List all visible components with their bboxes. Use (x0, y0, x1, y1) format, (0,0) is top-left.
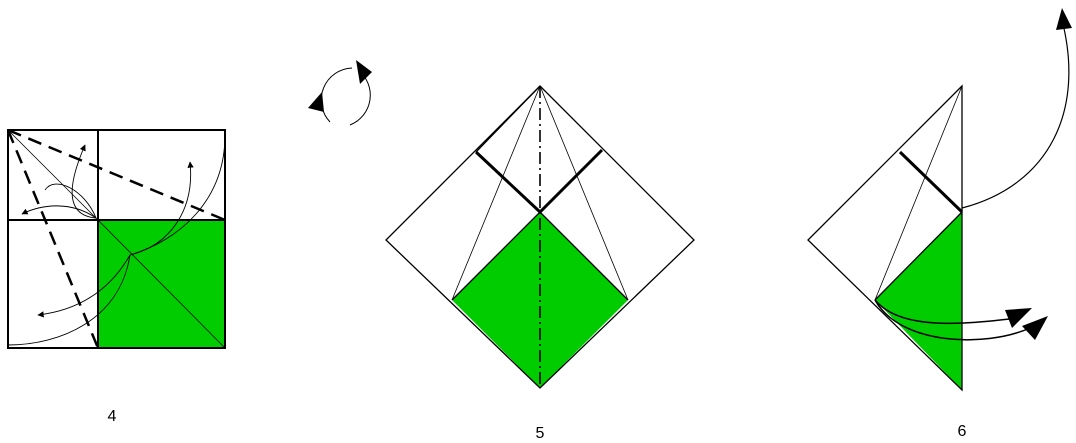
valley-fold-line-down (6, 129, 100, 349)
crease-left (451, 85, 541, 301)
fold-arrow-small-swoop (44, 183, 97, 219)
step-number-5: 5 (535, 425, 545, 442)
diagonal-crease-bottom (97, 219, 226, 349)
colored-triangle (875, 212, 962, 390)
diagonal-crease-top (7, 129, 99, 221)
step-6-diagram (807, 8, 1072, 392)
rotate-icon (308, 60, 372, 126)
arrowhead-icon (1022, 316, 1048, 340)
paper-square (7, 129, 226, 349)
arrowhead-icon (1005, 308, 1032, 328)
step-number-4: 4 (107, 408, 117, 425)
arrowhead-icon (356, 60, 372, 84)
valley-fold-line-right (7, 128, 226, 222)
paper-diamond (385, 85, 695, 389)
crease-line (874, 85, 963, 301)
flap-edge-thick (898, 150, 964, 214)
arrowhead-icon (1056, 8, 1072, 30)
fold-arrow-right-1 (874, 299, 1019, 325)
fold-arrow-bottom-sweep (7, 254, 131, 346)
step-5-diagram (385, 85, 695, 389)
crease-right (539, 85, 629, 301)
paper-half-diamond (807, 84, 963, 392)
flap-edge-thick (474, 148, 604, 215)
flap-top-edge-left (475, 85, 541, 153)
fold-arrow-up (961, 19, 1070, 209)
fold-arrow-right-sweep (129, 134, 226, 256)
step-4-diagram (6, 128, 226, 349)
fold-arrow-top-left (21, 205, 97, 219)
fold-arrow-right-2 (874, 299, 1031, 341)
lower-triangle-edge (874, 211, 963, 301)
step-number-6: 6 (957, 423, 967, 440)
fold-arrow-top-left-up (71, 144, 97, 219)
fold-arrow-bottom-left (37, 254, 131, 318)
arrowhead-icon (308, 92, 324, 112)
